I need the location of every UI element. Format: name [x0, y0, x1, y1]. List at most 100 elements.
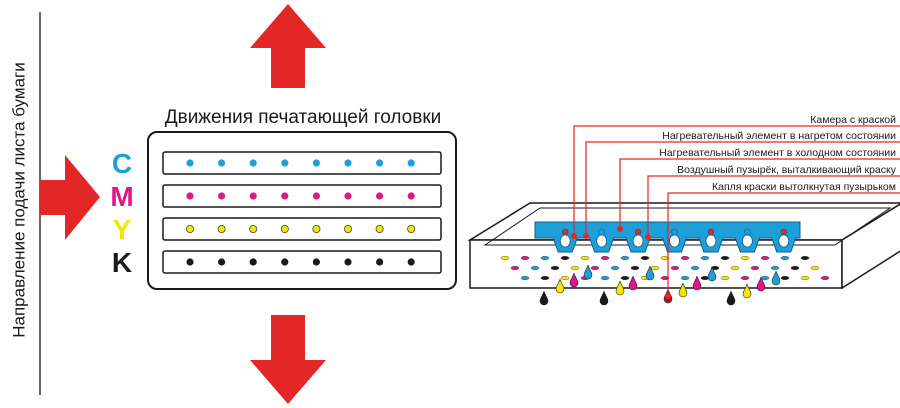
air-bubble: [669, 234, 680, 248]
nozzle-dot: [407, 258, 415, 266]
plate-nozzle: [800, 256, 810, 261]
plate-nozzle: [750, 266, 760, 271]
head-up-arrow-icon: [250, 4, 326, 88]
nozzle-dot: [218, 159, 226, 167]
callout-line: [585, 141, 900, 236]
callout-label: Нагревательный элемент в холодном состоя…: [659, 147, 896, 159]
plate-nozzle: [620, 256, 630, 261]
ink-droplet: [539, 290, 549, 306]
nozzle-dot: [407, 192, 415, 200]
plate-nozzle: [820, 276, 830, 281]
channel-letter-c: C: [112, 148, 132, 179]
plate-nozzle: [790, 266, 800, 271]
paper-direction-label: Направление подачи листа бумаги: [9, 62, 28, 338]
nozzle-dot: [249, 258, 257, 266]
plate-nozzle: [760, 256, 770, 261]
plate-nozzle: [520, 256, 530, 261]
callout-line: [647, 175, 900, 237]
nozzle-dot: [280, 224, 289, 233]
ink-droplet: [583, 264, 593, 280]
nozzle-row-k: [162, 250, 442, 274]
plate-nozzle: [580, 256, 590, 261]
ink-droplet: [678, 282, 688, 298]
ink-droplet: [726, 290, 736, 306]
plate-nozzle: [760, 276, 770, 281]
air-bubble: [632, 234, 644, 248]
nozzle-dot: [344, 258, 352, 266]
air-bubble: [596, 234, 608, 248]
channel-letter-y: Y: [113, 214, 132, 245]
nozzle-dot: [218, 192, 226, 200]
air-bubble: [705, 234, 717, 248]
nozzle-dot: [407, 159, 415, 167]
nozzle-dot: [376, 159, 384, 167]
plate-nozzle: [610, 266, 620, 271]
plate-nozzle: [770, 266, 780, 271]
ink-droplet: [628, 275, 638, 291]
plate-nozzle: [680, 256, 690, 261]
nozzle-dot: [186, 159, 194, 167]
plate-nozzle: [720, 276, 730, 281]
plate-nozzle: [780, 276, 790, 281]
ink-droplet: [707, 266, 717, 282]
plate-nozzle: [560, 256, 570, 261]
plate-nozzle: [670, 266, 680, 271]
ink-droplet: [742, 283, 752, 299]
plate-nozzle: [780, 256, 790, 261]
air-bubble: [778, 234, 790, 248]
cartridge-cross-section: [467, 202, 900, 290]
callout-dot: [665, 293, 671, 299]
plate-nozzle: [740, 256, 750, 261]
heater-hot: [780, 228, 788, 236]
ink-droplet: [569, 272, 579, 288]
nozzle-dot: [217, 224, 226, 233]
channel-letter-k: K: [112, 247, 132, 278]
print-head-title: Движения печатающей головки: [165, 107, 442, 128]
plate-nozzle: [600, 256, 610, 261]
nozzle-row-c: [162, 151, 442, 175]
heater-cold: [744, 228, 751, 236]
plate-nozzle: [710, 266, 720, 271]
callout-label: Капля краски вытолкнутая пузырьком: [712, 181, 896, 193]
nozzle-dot: [376, 192, 384, 200]
air-bubble: [741, 234, 753, 248]
nozzle-row-y: [162, 217, 442, 241]
nozzle-dot: [376, 258, 384, 266]
plate-nozzle: [520, 276, 530, 281]
ink-droplet: [599, 290, 609, 306]
nozzle-dot: [249, 224, 258, 233]
nozzle-dot: [312, 258, 320, 266]
ink-droplet: [645, 265, 655, 281]
nozzle-dot: [407, 224, 416, 233]
ink-droplet: [771, 270, 781, 286]
plate-nozzle: [540, 276, 550, 281]
channel-letter-m: M: [110, 181, 133, 212]
callout-label: Камера с краской: [810, 114, 896, 126]
heater-cold: [598, 228, 605, 236]
nozzle-dot: [312, 192, 320, 200]
plate-nozzle: [540, 256, 550, 261]
plate-nozzle: [570, 266, 580, 271]
heater-hot: [707, 228, 715, 236]
plate-nozzle: [720, 256, 730, 261]
callout-line: [619, 158, 900, 229]
nozzle-dot: [186, 258, 194, 266]
plate-nozzle: [730, 266, 740, 271]
plate-nozzle: [660, 276, 670, 281]
nozzle-dot: [249, 192, 257, 200]
air-bubble: [559, 234, 571, 248]
nozzle-dot: [344, 159, 352, 167]
nozzle-dot: [312, 159, 320, 167]
plate-nozzle: [810, 266, 820, 271]
plate-nozzle: [690, 266, 700, 271]
plate-nozzle: [560, 276, 570, 281]
plate-nozzle: [680, 276, 690, 281]
nozzle-dot: [343, 224, 352, 233]
plate-nozzle: [500, 256, 510, 261]
ink-droplet: [756, 276, 766, 292]
callout-dot: [617, 226, 623, 232]
head-down-arrow-icon: [250, 315, 326, 404]
nozzle-row-m: [162, 184, 442, 208]
plate-nozzle: [620, 276, 630, 281]
heater-hot: [634, 228, 642, 236]
